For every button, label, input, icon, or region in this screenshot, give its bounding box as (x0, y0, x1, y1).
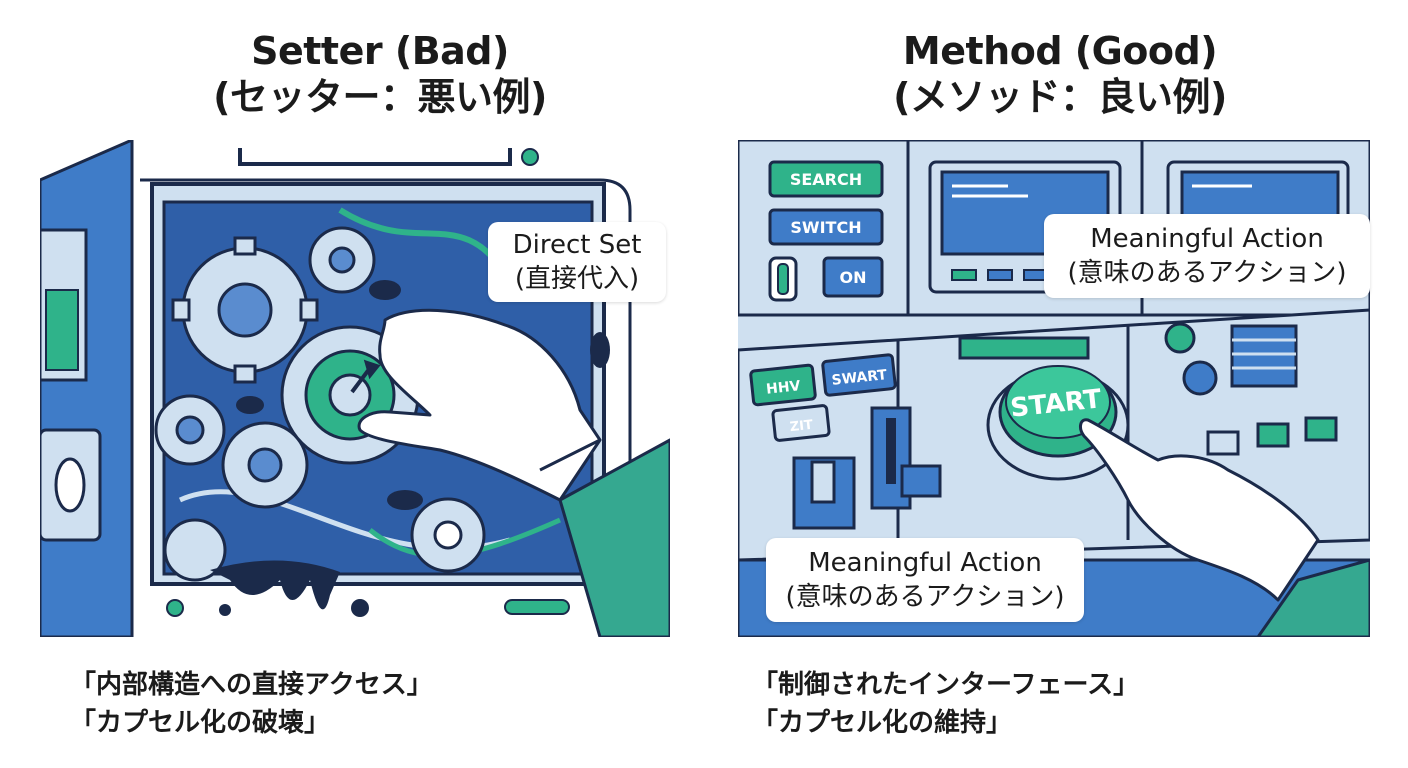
meaningful-action-top-line2: (意味のあるアクション) (1067, 258, 1347, 288)
hand-icon (357, 308, 670, 637)
meaningful-action-label-top: Meaningful Action (意味のあるアクション) (1044, 214, 1370, 298)
method-caption-line1: 「制御されたインターフェース」 (752, 670, 1140, 700)
on-button: ON (840, 268, 867, 287)
switch-button: SWITCH (790, 218, 861, 237)
swart-button: SWART (831, 367, 888, 389)
setter-title-text: Setter (Bad) (251, 29, 509, 73)
direct-set-label-line2: (直接代入) (514, 264, 640, 294)
gear-icon (181, 246, 309, 374)
method-caption: 「制御されたインターフェース」 「カプセル化の維持」 (752, 666, 1139, 742)
hhv-button: HHV (765, 378, 801, 398)
method-caption-line2: 「カプセル化の維持」 (752, 708, 1013, 738)
pointing-hand-icon (1079, 418, 1370, 637)
meaningful-action-label-bottom: Meaningful Action (意味のあるアクション) (766, 538, 1084, 622)
setter-title: Setter (Bad) (セッター：悪い例) (120, 28, 640, 120)
meaningful-action-top-line1: Meaningful Action (1090, 224, 1324, 254)
zit-button: ZIT (789, 418, 814, 435)
setter-subtitle: (セッター：悪い例) (213, 75, 547, 119)
search-button: SEARCH (790, 170, 862, 189)
method-title-text: Method (Good) (902, 29, 1218, 73)
direct-set-label-line1: Direct Set (512, 230, 642, 260)
direct-set-label: Direct Set (直接代入) (488, 222, 666, 302)
setter-caption: 「内部構造への直接アクセス」 「カプセル化の破壊」 (70, 666, 433, 742)
meaningful-action-bottom-line1: Meaningful Action (808, 548, 1042, 578)
meaningful-action-bottom-line2: (意味のあるアクション) (785, 582, 1065, 612)
method-subtitle: (メソッド：良い例) (893, 75, 1227, 119)
setter-caption-line1: 「内部構造への直接アクセス」 (70, 670, 433, 700)
method-title: Method (Good) (メソッド：良い例) (800, 28, 1320, 120)
setter-caption-line2: 「カプセル化の破壊」 (70, 708, 331, 738)
setter-illustration (40, 140, 670, 637)
